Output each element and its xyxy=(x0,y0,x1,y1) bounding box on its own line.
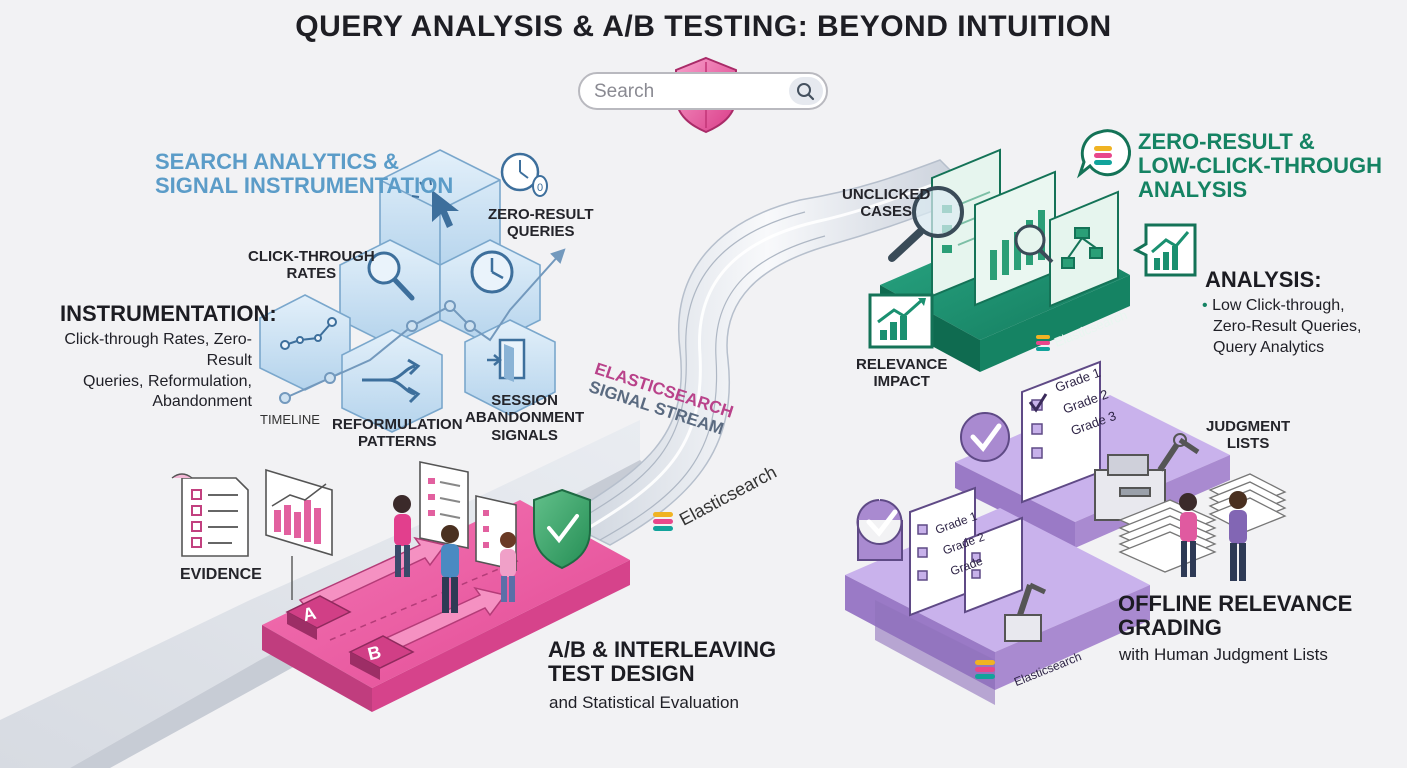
relevance-impact-icon xyxy=(868,293,934,349)
big-magnifier-icon xyxy=(888,186,1054,264)
heading-line: ZERO-RESULT & xyxy=(1138,129,1315,154)
elastic-chat-icon xyxy=(1076,129,1132,179)
elastic-logo-icon xyxy=(653,335,1050,679)
instrumentation-summary: Click-through Rates, Zero-Result Queries… xyxy=(24,330,252,413)
exit-door-icon xyxy=(487,338,526,382)
ab-subtitle: and Statistical Evaluation xyxy=(549,693,739,712)
signal-stream xyxy=(558,159,977,546)
heading-line: GRADING xyxy=(1118,614,1222,640)
reviewer-figure xyxy=(1179,491,1247,581)
split-arrow-icon xyxy=(362,358,421,404)
heading-line: TEST DESIGN xyxy=(548,660,695,686)
label-line: ZERO-RESULT xyxy=(488,206,594,223)
analysis-summary-heading: ANALYSIS: xyxy=(1205,267,1322,292)
search-icon xyxy=(797,83,815,101)
summary-line: Queries, Reformulation, xyxy=(83,372,252,390)
label-line: SIGNALS xyxy=(491,426,558,444)
heading-line: LOW-CLICK-THROUGH xyxy=(1138,152,1382,178)
bar-chart-icon xyxy=(265,468,333,600)
label-line: CLICK-THROUGH xyxy=(248,248,375,265)
summary-line: Query Analytics xyxy=(1213,338,1325,356)
label-line: REFORMULATION xyxy=(332,416,463,433)
timeline-connector xyxy=(279,248,566,404)
summary-line: Abandonment xyxy=(152,393,252,411)
label-line: IMPACT xyxy=(873,373,930,391)
evidence-label: EVIDENCE xyxy=(180,566,262,583)
heading-line: ANALYSIS xyxy=(1138,176,1248,202)
label-line: SESSION xyxy=(491,392,558,409)
zero-result-label: ZERO-RESULT QUERIES xyxy=(488,206,594,241)
label-line: PATTERNS xyxy=(357,433,437,451)
search-input[interactable] xyxy=(592,79,776,105)
heading-line: A/B & INTERLEAVING xyxy=(548,637,777,662)
ab-heading: A/B & INTERLEAVING TEST DESIGN xyxy=(548,638,776,686)
label-line: RELEVANCE xyxy=(856,356,948,373)
analysis-heading: ZERO-RESULT & LOW-CLICK-THROUGH ANALYSIS xyxy=(1138,130,1382,201)
magnifier-icon xyxy=(367,251,415,301)
check-shield-icon xyxy=(533,488,591,570)
evidence-document-icon xyxy=(171,473,249,557)
reformulation-label: REFORMULATION PATTERNS xyxy=(332,416,463,451)
bullet: • xyxy=(1202,297,1208,314)
cursor-icon xyxy=(411,177,459,228)
session-abandonment-label: SESSION ABANDONMENT SIGNALS xyxy=(465,392,584,444)
paper-stack xyxy=(1118,473,1287,573)
robot-arm-icon xyxy=(1004,433,1200,642)
label-line: QUERIES xyxy=(507,223,575,241)
instrumentation-summary-heading: INSTRUMENTATION: xyxy=(60,301,277,326)
grading-heading: OFFLINE RELEVANCE GRADING xyxy=(1118,592,1352,640)
check-circle-icon xyxy=(856,412,1010,561)
trend-chart-icon xyxy=(1132,223,1197,277)
search-button[interactable] xyxy=(789,77,823,105)
timeline-graph-icon xyxy=(280,317,337,350)
ctr-label: CLICK-THROUGH RATES xyxy=(248,248,375,283)
label-line: JUDGMENT xyxy=(1206,418,1291,435)
stopwatch-icon: 0 xyxy=(500,152,548,197)
timeline-label: TIMELINE xyxy=(260,412,320,427)
label-line: LISTS xyxy=(1226,435,1270,453)
instrumentation-heading: SEARCH ANALYTICS & SIGNAL INSTRUMENTATIO… xyxy=(155,150,453,198)
grade-board-lower xyxy=(909,486,1023,617)
summary-line: Click-through Rates, Zero-Result xyxy=(64,331,252,369)
analysis-summary: • Low Click-through, Zero-Result Queries… xyxy=(1202,296,1362,358)
unclicked-cases-label: UNCLICKED CASES xyxy=(842,186,930,221)
relevance-impact-label: RELEVANCE IMPACT xyxy=(856,356,947,391)
search-bar[interactable] xyxy=(578,72,828,110)
heading-line: SEARCH ANALYTICS & xyxy=(155,149,400,174)
summary-line: Zero-Result Queries, xyxy=(1213,317,1362,335)
label-line: RATES xyxy=(286,265,337,283)
label-line: ABANDONMENT xyxy=(465,409,585,427)
grade-board-upper xyxy=(1021,360,1101,504)
page-title: QUERY ANALYSIS & A/B TESTING: BEYOND INT… xyxy=(295,10,1112,43)
label-line: UNCLICKED xyxy=(842,186,931,203)
svg-text:0: 0 xyxy=(537,182,543,194)
clock-icon xyxy=(470,250,514,294)
person-figure xyxy=(393,495,516,613)
heading-line: SIGNAL INSTRUMENTATION xyxy=(155,172,454,198)
heading-line: OFFLINE RELEVANCE xyxy=(1118,591,1353,616)
grading-subtitle: with Human Judgment Lists xyxy=(1119,645,1328,664)
summary-line: Low Click-through, xyxy=(1212,297,1345,314)
label-line: CASES xyxy=(860,203,913,221)
judgment-lists-label: JUDGMENT LISTS xyxy=(1206,418,1290,453)
